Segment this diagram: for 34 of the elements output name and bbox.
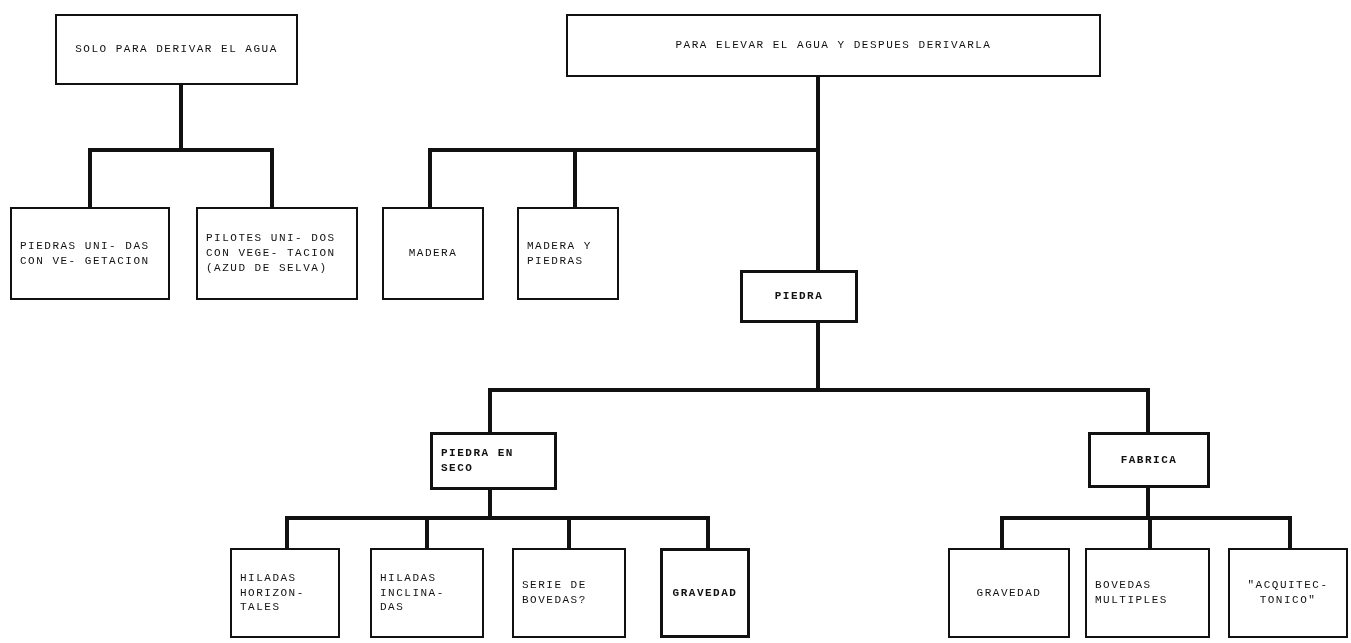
category-box xyxy=(1088,432,1210,488)
category-box xyxy=(948,548,1070,638)
category-box xyxy=(512,548,626,638)
box-label: PIEDRA xyxy=(774,289,824,304)
box-label: MADERA xyxy=(408,246,458,261)
category-box xyxy=(55,14,298,85)
category-box xyxy=(382,207,484,300)
box-label: HILADAS HORIZON- TALES xyxy=(240,570,306,616)
box-label: HILADAS INCLINA- DAS xyxy=(380,570,446,616)
category-box xyxy=(740,270,858,323)
category-box xyxy=(430,432,557,490)
category-box xyxy=(660,548,750,638)
category-box xyxy=(196,207,358,300)
box-label: PIEDRA EN SECO xyxy=(441,446,515,476)
box-label: PARA ELEVAR EL AGUA Y DESPUES DERIVARLA xyxy=(675,38,992,53)
box-label: PILOTES UNI- DOS CON VEGE- TACION (AZUD DE SELVA) xyxy=(206,231,337,276)
category-box xyxy=(10,207,170,300)
box-label: SERIE DE BOVEDAS? xyxy=(522,578,588,608)
box-label: PIEDRAS UNI- DAS CON VE- GETACION xyxy=(20,238,151,269)
box-label: GRAVEDAD xyxy=(672,585,738,601)
box-label: MADERA Y PIEDRAS xyxy=(527,238,593,269)
category-box xyxy=(1085,548,1210,638)
box-label: GRAVEDAD xyxy=(976,585,1042,601)
box-label: BOVEDAS MULTIPLES xyxy=(1095,578,1169,608)
box-label: FABRICA xyxy=(1120,452,1178,468)
category-box xyxy=(517,207,619,300)
connector-line xyxy=(816,323,1150,432)
box-label: "ACQUITEC- TONICO" xyxy=(1246,578,1330,608)
box-label: SOLO PARA DERIVAR EL AGUA xyxy=(75,42,278,57)
category-box xyxy=(1228,548,1348,638)
category-box xyxy=(566,14,1101,77)
category-box xyxy=(230,548,340,638)
category-box xyxy=(370,548,484,638)
connector-line xyxy=(179,85,274,207)
